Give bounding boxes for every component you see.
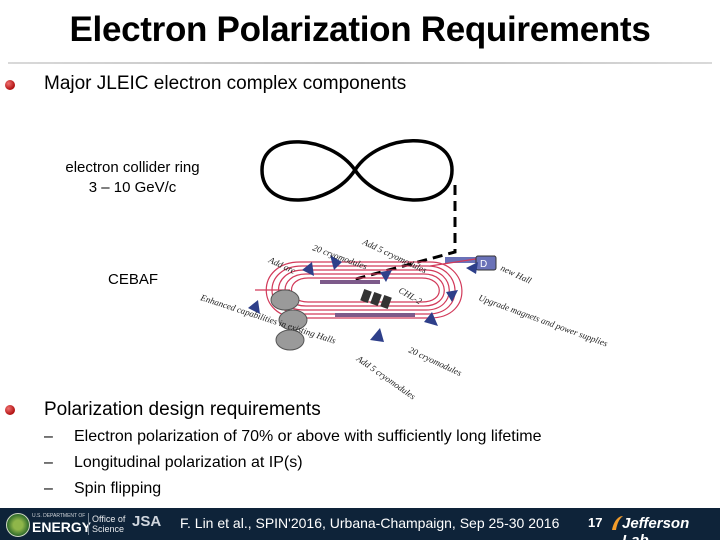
- dash-marker: –: [44, 454, 53, 471]
- sub-item-1-text: Electron polarization of 70% or above wi…: [74, 428, 542, 445]
- office-of-science-logo: Office of Science: [92, 514, 125, 534]
- transfer-line: [351, 185, 457, 282]
- jsa-logo: JSA: [132, 513, 162, 530]
- collider-ring-label-line2: 3 – 10 GeV/c: [88, 179, 177, 196]
- sub-item-3-text: Spin flipping: [74, 480, 162, 497]
- office-line1: Office of: [92, 514, 126, 524]
- office-line2: Science: [92, 524, 125, 534]
- bullet-2-text: Polarization design requirements: [44, 399, 321, 420]
- title-divider: [8, 62, 712, 64]
- bullet-marker: [5, 80, 15, 90]
- collider-ring-left-loop: [260, 140, 358, 202]
- annotation-20-cryomodules-bottom: 20 cryomodules: [407, 345, 464, 378]
- doe-logo-small-text: U.S. DEPARTMENT OF: [32, 513, 86, 519]
- slide-title: Electron Polarization Requirements: [69, 10, 651, 49]
- dash-marker: –: [44, 428, 53, 445]
- annotation-upgrade-magnets: Upgrade magnets and power supplies: [477, 292, 609, 348]
- footer-citation: F. Lin et al., SPIN'2016, Urbana-Champai…: [180, 515, 560, 531]
- logo-divider: [88, 513, 89, 535]
- hall-d-label: D: [480, 259, 487, 270]
- experimental-halls: [270, 289, 308, 351]
- jefferson-lab-swoosh-icon: [612, 516, 623, 530]
- slide-footer: U.S. DEPARTMENT OF ENERGY Office of Scie…: [0, 508, 720, 549]
- annotation-20-cryomodules-top: 20 cryomodules: [311, 242, 369, 271]
- annotation-add-arc: Add arc: [266, 254, 297, 275]
- annotation-arrows: [248, 255, 478, 342]
- sub-item-1: – Electron polarization of 70% or above w…: [44, 428, 542, 446]
- doe-seal-icon: [6, 513, 30, 537]
- sub-item-3: – Spin flipping: [44, 480, 161, 498]
- doe-logo-text: ENERGY: [32, 519, 92, 535]
- jefferson-lab-logo: Jefferson Lab: [622, 515, 690, 549]
- collider-ring-label-line1: electron collider ring: [65, 159, 200, 176]
- annotation-chl2: CHL-2: [397, 285, 424, 306]
- cryomodule-icons: [360, 288, 392, 310]
- sub-item-2-text: Longitudinal polarization at IP(s): [74, 454, 303, 471]
- annotation-new-hall: new Hall: [499, 263, 533, 286]
- collider-ring: [260, 139, 454, 202]
- page-number: 17: [588, 515, 603, 530]
- cebaf-label: CEBAF: [108, 271, 159, 288]
- cebaf-racetrack: [265, 261, 463, 319]
- bullet-marker: [5, 405, 15, 415]
- doe-logo: U.S. DEPARTMENT OF ENERGY: [6, 512, 92, 537]
- collider-ring-label: electron collider ring 3 – 10 GeV/c: [40, 158, 225, 198]
- collider-ring-right-loop: [352, 139, 454, 202]
- bullet-1-text: Major JLEIC electron complex components: [44, 73, 407, 94]
- annotation-add-5-cryomodules-bottom: Add 5 cryomodules: [354, 353, 418, 402]
- sub-item-2: – Longitudinal polarization at IP(s): [44, 454, 303, 472]
- dash-marker: –: [44, 480, 53, 497]
